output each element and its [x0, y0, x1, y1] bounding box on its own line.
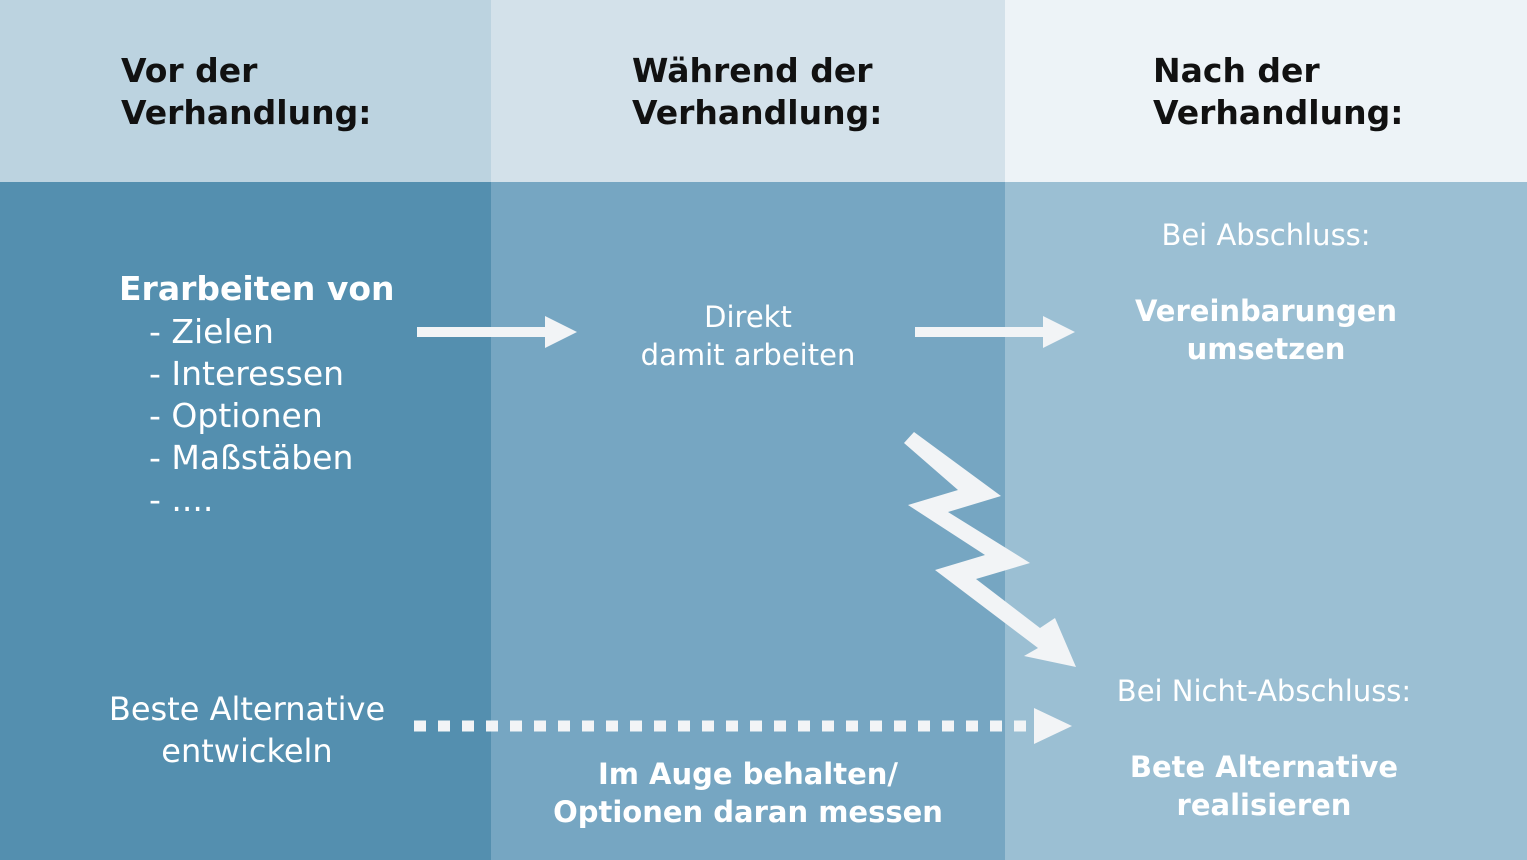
column-during-header: Während der Verhandlung:: [491, 0, 1005, 182]
column-after-header: Nach der Verhandlung:: [1005, 0, 1527, 182]
prepare-heading: Erarbeiten von: [119, 269, 395, 308]
column-during-title: Während der Verhandlung:: [632, 51, 883, 132]
column-before-header: Vor der Verhandlung:: [0, 0, 491, 182]
column-before-title: Vor der Verhandlung:: [121, 51, 372, 132]
arrow-dotted-alternative: [414, 708, 1072, 744]
prepare-list-item: - Zielen: [149, 312, 274, 351]
prepare-list-item: - ....: [149, 480, 214, 519]
keep-in-view-text: Im Auge behalten/ Optionen daran messen: [553, 757, 943, 829]
prepare-list-item: - Optionen: [149, 396, 323, 435]
column-after-title: Nach der Verhandlung:: [1153, 51, 1404, 132]
column-after-body: [1005, 182, 1527, 860]
prepare-list-item: - Interessen: [149, 354, 345, 393]
column-before: Vor der Verhandlung:: [0, 0, 491, 860]
prepare-list-item: - Maßstäben: [149, 438, 354, 477]
column-after: Nach der Verhandlung:: [1005, 0, 1527, 860]
arrow-prepare-to-work: [417, 316, 577, 348]
on-no-agreement-label: Bei Nicht-Abschluss:: [1116, 674, 1412, 708]
realize-alternative-text: Bete Alternative realisieren: [1129, 750, 1399, 822]
implement-agreements-text: Vereinbarungen umsetzen: [1134, 294, 1398, 366]
best-alternative-develop: Beste Alternative entwickeln: [108, 690, 386, 770]
work-directly-text: Direkt damit arbeiten: [640, 300, 856, 372]
on-agreement-label: Bei Abschluss:: [1161, 218, 1371, 252]
lightning-arrow-no-agreement: [904, 432, 1076, 667]
column-before-body: [0, 182, 491, 860]
arrow-work-to-agreement: [915, 316, 1075, 348]
column-during: Während der Verhandlung:: [491, 0, 1005, 860]
column-during-body: [491, 182, 1005, 860]
